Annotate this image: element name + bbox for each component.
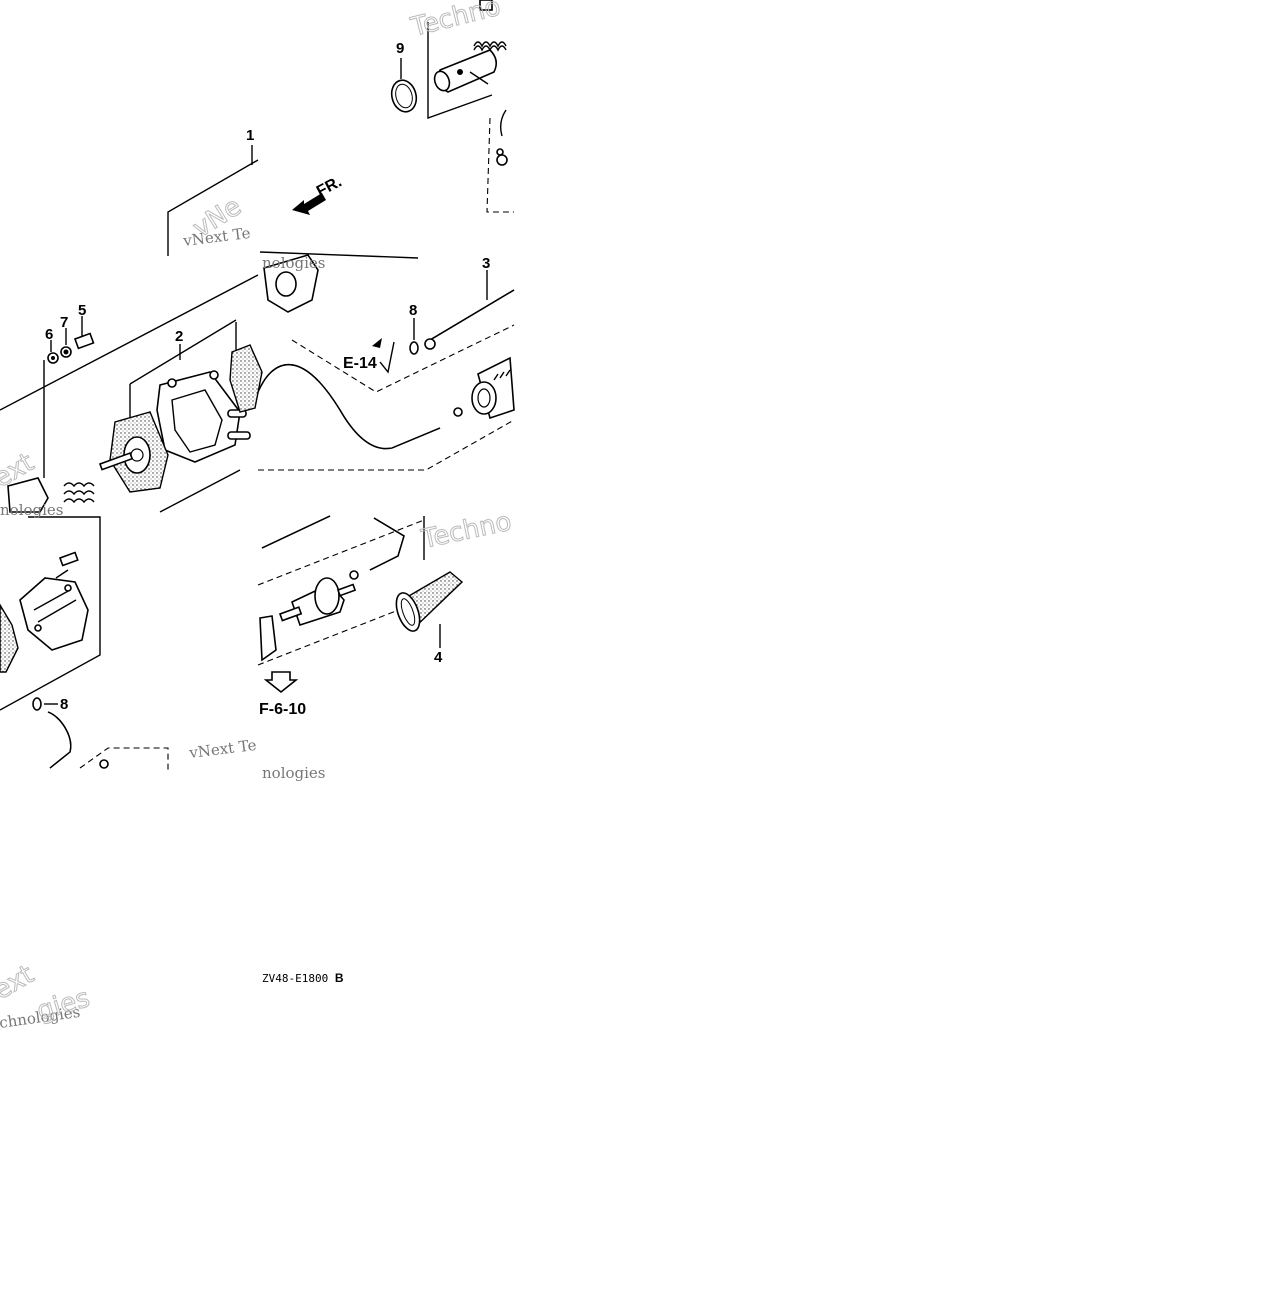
drawing-code: ZV48-E1800 B: [262, 971, 344, 985]
part-valve-body: [433, 49, 498, 93]
watermark-ologies-3: nologies: [0, 501, 64, 519]
fasteners: 5 7 6: [45, 302, 95, 364]
arrow-icon: [372, 338, 382, 348]
front-direction-indicator: FR.: [292, 173, 345, 215]
callout-9: 9: [396, 40, 404, 57]
callout-2: 2: [175, 328, 183, 345]
diaphragm: [98, 411, 169, 493]
ref-e14: E-14: [343, 355, 377, 372]
fuel-strainer: [278, 577, 357, 627]
fuel-filter-cup: [471, 356, 515, 420]
lower-cover: [7, 477, 95, 513]
arrow-left-icon: [292, 193, 326, 215]
upper-right-panel: 9: [390, 0, 514, 213]
ref-f610: F-6-10: [259, 701, 306, 718]
lower-center-panel: 4 F-6-10: [257, 515, 464, 718]
lower-left-panel: 8: [0, 516, 169, 770]
watermark-gies: gies: [34, 983, 93, 1027]
center-panel: 3 8 E-14: [257, 254, 515, 471]
callout-8-upper: 8: [409, 302, 417, 319]
filter-sleeve: [395, 571, 464, 632]
callout-1: 1: [246, 127, 254, 144]
pump-assembly: 2: [0, 251, 419, 513]
callout-3: 3: [482, 255, 490, 272]
callout-5: 5: [78, 302, 86, 319]
callout-4: 4: [434, 649, 443, 666]
callout-1-group: 1: [167, 127, 259, 256]
spring: [473, 41, 507, 52]
rubber-cover: [229, 344, 263, 413]
callout-8-lower: 8: [60, 696, 68, 713]
fuel-pipe: [424, 289, 515, 350]
watermark-vnext-2: vNext Te: [187, 736, 257, 762]
callout-6: 6: [45, 326, 53, 343]
watermark-ologies: nologies: [262, 254, 326, 272]
callout-7: 7: [60, 314, 68, 331]
arrow-down-icon: [263, 671, 299, 694]
watermark-ologies-2: nologies: [262, 764, 326, 782]
watermark-tech-2: Techno: [418, 507, 514, 555]
pump-housing: [156, 370, 251, 463]
watermark-tech: Techno: [407, 0, 503, 43]
watermarks: Techno Techno vNext Te vNext Te vNe nolo…: [0, 0, 515, 1032]
